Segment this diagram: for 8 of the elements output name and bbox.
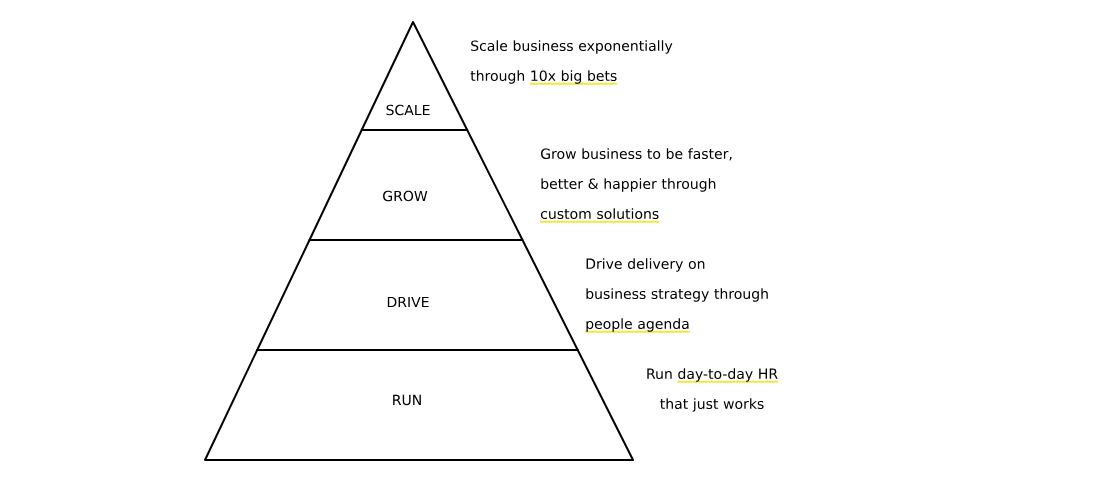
pyramid-tier: GROW xyxy=(308,129,524,241)
description-text: Run day-to-day HR that just works xyxy=(647,368,779,412)
pyramid-tier: SCALE xyxy=(360,21,469,131)
pyramid-tier: DRIVE xyxy=(256,239,579,351)
description-text: Grow business to be faster, better & happier through custom solutions xyxy=(540,148,732,223)
description-text: Drive delivery on business strategy through people agenda xyxy=(585,258,768,333)
description-text: Scale business exponentially through 10x big bets xyxy=(470,40,673,85)
pyramid-tier: RUN xyxy=(204,349,634,461)
